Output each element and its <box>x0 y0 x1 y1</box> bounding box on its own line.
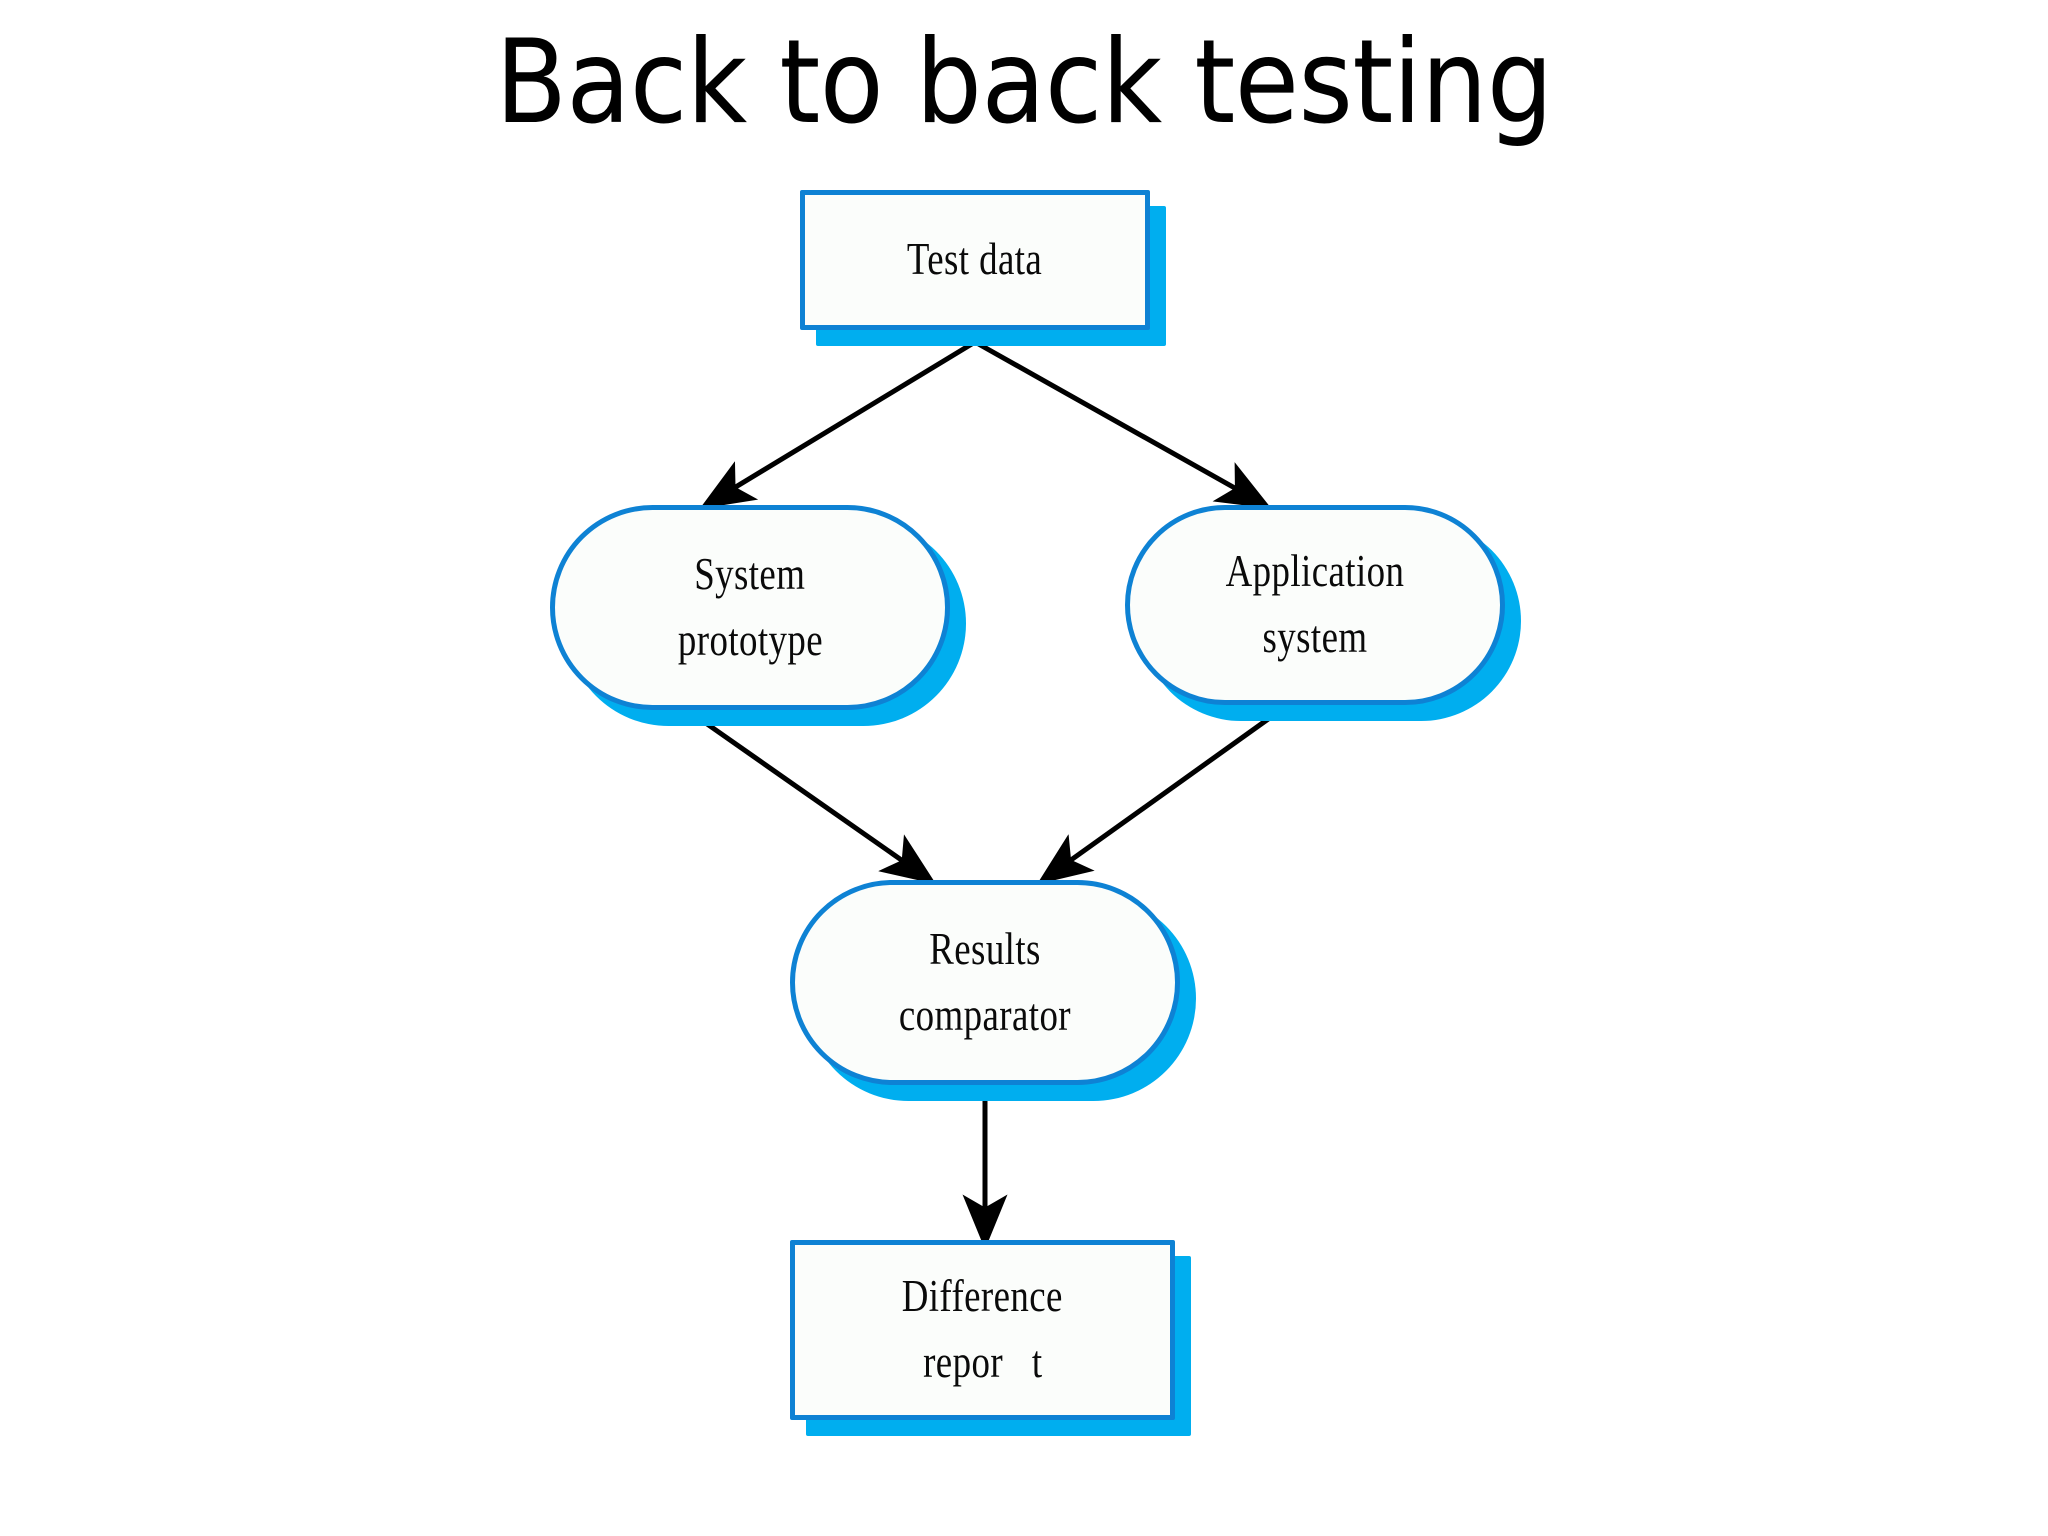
node-face: Application system <box>1125 505 1505 705</box>
edge-system-prototype-to-results-comparator <box>688 709 937 885</box>
node-label-test-data: Test data <box>907 234 1043 285</box>
edge-application-system-to-results-comparator <box>1036 704 1287 885</box>
node-face: Test data <box>800 190 1150 330</box>
node-results-comparator[interactable]: Results comparator <box>790 880 1196 1101</box>
edge-test-data-to-application-system <box>973 339 1272 509</box>
node-label-application-system-line2: system <box>1262 612 1368 662</box>
node-label-application-system-line1: Application <box>1225 546 1405 597</box>
node-label-system-prototype-line2: prototype <box>677 614 823 665</box>
edge-test-data-to-system-prototype <box>699 339 977 509</box>
node-label-system-prototype-line1: System <box>694 548 806 599</box>
node-system-prototype[interactable]: System prototype <box>550 505 966 726</box>
node-application-system[interactable]: Application system <box>1125 505 1521 721</box>
node-label-results-comparator-line1: Results <box>929 923 1041 974</box>
node-label-difference-report-line2: repor t <box>922 1337 1043 1387</box>
node-face: Results comparator <box>790 880 1180 1085</box>
node-label-results-comparator-line2: comparator <box>898 989 1072 1040</box>
node-test-data[interactable]: Test data <box>800 190 1166 346</box>
node-label-difference-report-line1: Difference <box>901 1271 1064 1322</box>
node-face: System prototype <box>550 505 950 710</box>
page-title: Back to back testing <box>495 15 1553 150</box>
node-difference-report[interactable]: Difference repor t <box>790 1240 1191 1436</box>
node-face: Difference repor t <box>790 1240 1175 1420</box>
